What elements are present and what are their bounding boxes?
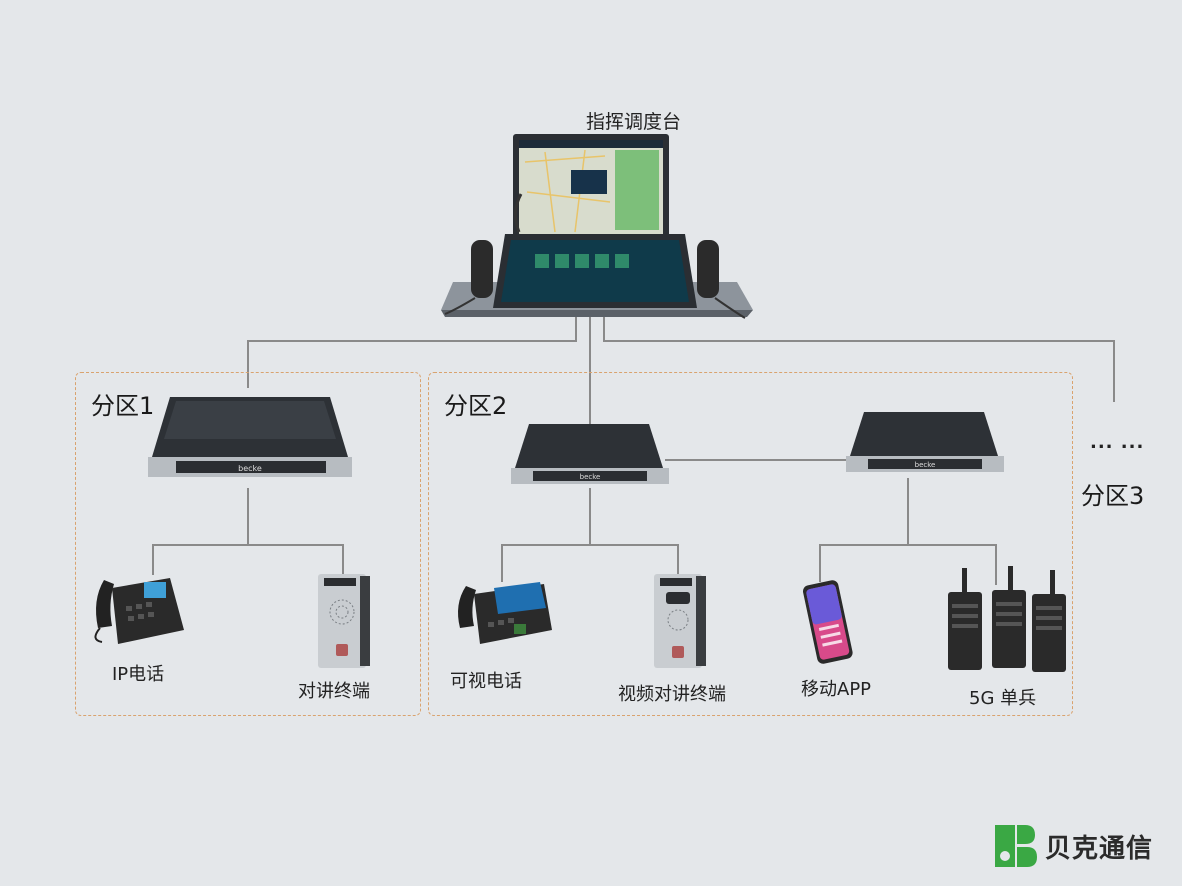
zone1-server-image: becke	[148, 397, 352, 477]
zone-1-title: 分区1	[91, 392, 155, 420]
zone-1-box	[75, 372, 421, 716]
intercom-label: 对讲终端	[298, 681, 370, 702]
zone-3-title: 分区3	[1081, 482, 1145, 510]
server-brand-label: becke	[580, 473, 601, 481]
mobile-app-label: 移动APP	[801, 679, 872, 700]
link-console-zone3	[603, 312, 1115, 402]
radio-5g-label: 5G 单兵	[969, 688, 1037, 709]
video-phone-image	[458, 582, 552, 644]
ip-phone-image	[94, 578, 184, 644]
zone2-server-left-image: becke	[511, 424, 669, 484]
console-label: 指挥调度台	[586, 111, 682, 133]
zone-2-box	[428, 372, 1073, 716]
radio-5g-image	[948, 566, 1066, 672]
link-zone1-branch	[152, 544, 344, 575]
video-intercom-label: 视频对讲终端	[618, 684, 726, 705]
dispatch-console-image	[441, 134, 753, 319]
zone2-server-right-image: becke	[846, 412, 1004, 472]
brand-logo: 贝克通信	[995, 825, 1153, 867]
intercom-image	[318, 574, 370, 668]
zone-2-title: 分区2	[444, 392, 508, 420]
brand-mark-icon	[995, 825, 1037, 867]
server-brand-label: becke	[238, 464, 262, 473]
link-console-zone1	[247, 312, 577, 388]
link-zone2a-branch	[501, 544, 679, 582]
video-intercom-image	[654, 574, 706, 668]
video-phone-label: 可视电话	[450, 671, 522, 692]
mobile-phone-image	[802, 580, 853, 664]
server-brand-label: becke	[915, 461, 936, 469]
link-zone2b-branch	[819, 544, 997, 585]
brand-name: 贝克通信	[1045, 833, 1154, 864]
ip-phone-label: IP电话	[112, 664, 165, 685]
more-zones-ellipsis: ... ...	[1090, 432, 1145, 453]
